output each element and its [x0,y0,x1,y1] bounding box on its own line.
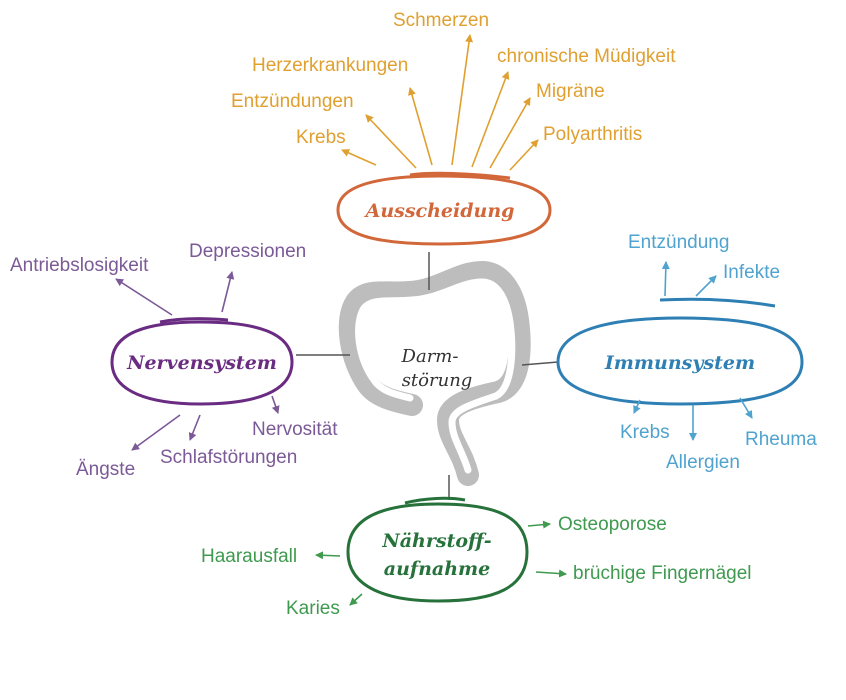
arrow-infekte [695,275,717,297]
label-karies: Karies [286,598,340,619]
arrow-schmerzen [451,34,474,166]
arrow-antriebslosigkeit [115,278,173,316]
center-label-line2: störung [402,370,473,391]
arrow-chronische-muedigkeit [471,71,510,168]
arrow-entzuendung [661,261,670,297]
hub-connectors [296,252,559,500]
label-entzuendung: Entzündung [628,232,729,253]
arrow-depressionen [221,271,235,313]
label-schmerzen: Schmerzen [393,10,489,31]
arrow-aengste [131,414,181,451]
arrow-krebs-a [341,149,377,166]
arrows-naehrstoff [315,520,567,606]
arrows-immunsystem [633,261,753,441]
label-entzuendungen: Entzündungen [231,91,354,112]
hub-nervensystem: Nervensystem [126,352,277,374]
arrows-nervensystem [115,271,280,451]
arrow-karies [349,593,363,606]
arrow-entzuendungen [365,114,417,169]
label-allergien: Allergien [666,452,740,473]
arrow-krebs-immun [633,399,641,414]
center-label-line1: Darm- [401,346,459,367]
hub-outline-immunsystem [556,316,804,406]
label-haarausfall: Haarausfall [201,546,297,567]
hub-swoosh-nervensystem [159,317,229,324]
hub-swoosh-naehrstoff [404,496,466,505]
connector-immunsystem [521,361,559,366]
label-aengste: Ängste [76,459,135,480]
label-antriebslosigkeit: Antriebslosigkeit [10,255,149,276]
hub-outline-naehrstoff [346,502,529,603]
label-chronische-muedigkeit: chronische Müdigkeit [497,46,676,67]
hub-naehrstoff-line1: Nährstoff- [381,530,491,552]
label-polyarthritis: Polyarthritis [543,124,642,145]
hub-outline-nervensystem [110,320,294,406]
arrow-osteoporose [527,520,551,529]
label-rheuma: Rheuma [745,429,817,450]
hub-immunsystem: Immunsystem [604,352,755,374]
arrow-migraene [489,97,531,169]
hub-ausscheidung: Ausscheidung [364,200,515,222]
arrow-herzerkrankungen [408,87,433,166]
hub-swoosh-immunsystem [659,297,776,308]
label-krebs-immun: Krebs [620,422,670,443]
arrows-ausscheidung [341,34,539,171]
intestine-illustration [338,261,531,486]
label-infekte: Infekte [723,262,780,283]
label-krebs-ausscheidung: Krebs [296,127,346,148]
arrow-rheuma [739,397,753,419]
arrow-nervositaet [271,395,280,414]
hub-swoosh-ausscheidung [409,171,511,180]
hub-naehrstoff-line2: aufnahme [384,558,490,580]
hub-outline-ausscheidung [336,174,552,246]
arrow-polyarthritis [509,139,539,171]
arrow-haarausfall [315,551,341,560]
label-schlafstoerungen: Schlafstörungen [160,447,297,468]
label-herzerkrankungen: Herzerkrankungen [252,55,408,76]
label-migraene: Migräne [536,81,605,102]
label-bruechige-fingernaegel: brüchige Fingernägel [573,563,752,584]
arrow-bruechige-fingernaegel [535,569,567,578]
label-depressionen: Depressionen [189,241,306,262]
label-nervositaet: Nervosität [252,419,338,440]
label-osteoporose: Osteoporose [558,514,667,535]
arrow-schlafstoerungen [188,414,201,441]
